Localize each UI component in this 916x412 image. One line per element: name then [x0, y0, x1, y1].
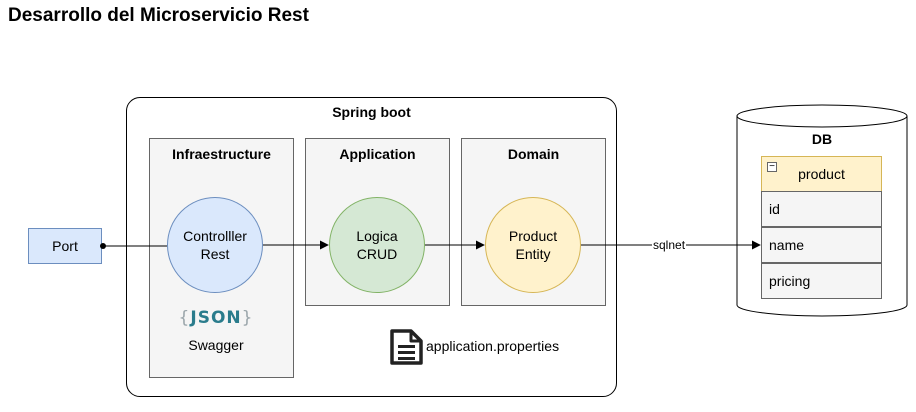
page-title: Desarrollo del Microservicio Rest [8, 5, 309, 26]
swagger-label: Swagger [188, 337, 244, 353]
json-logo-icon: {JSON} [170, 308, 262, 328]
db-label: DB [811, 131, 833, 147]
product-line1: Product [508, 228, 558, 244]
json-open-brace: { [178, 308, 191, 328]
field-id: id [769, 201, 780, 217]
table-row: id [761, 191, 882, 227]
sqlnet-edge-label: sqlnet [652, 238, 687, 252]
field-pricing: pricing [769, 273, 811, 289]
field-name: name [769, 237, 805, 253]
controller-line1: Controlller [183, 228, 247, 244]
table-row: name [761, 227, 882, 263]
table-row: pricing [761, 263, 882, 299]
spring-boot-label: Spring boot [332, 104, 411, 120]
application-properties-label: application.properties [426, 338, 560, 354]
logica-line1: Logica [356, 228, 398, 244]
collapse-icon[interactable]: − [767, 162, 777, 172]
product-table-name: product [798, 166, 845, 182]
file-document-icon [390, 329, 423, 365]
product-line2: Entity [515, 246, 551, 262]
port-node[interactable]: Port [28, 228, 102, 264]
controller-line2: Rest [200, 246, 230, 262]
logica-line2: CRUD [356, 246, 398, 262]
json-close-brace: } [241, 308, 254, 328]
application-label: Application [339, 146, 416, 162]
infrastructure-label: Infraestructure [172, 146, 271, 162]
json-text: JSON [190, 308, 242, 328]
product-table-header[interactable]: − product [761, 156, 882, 192]
domain-label: Domain [507, 146, 560, 162]
